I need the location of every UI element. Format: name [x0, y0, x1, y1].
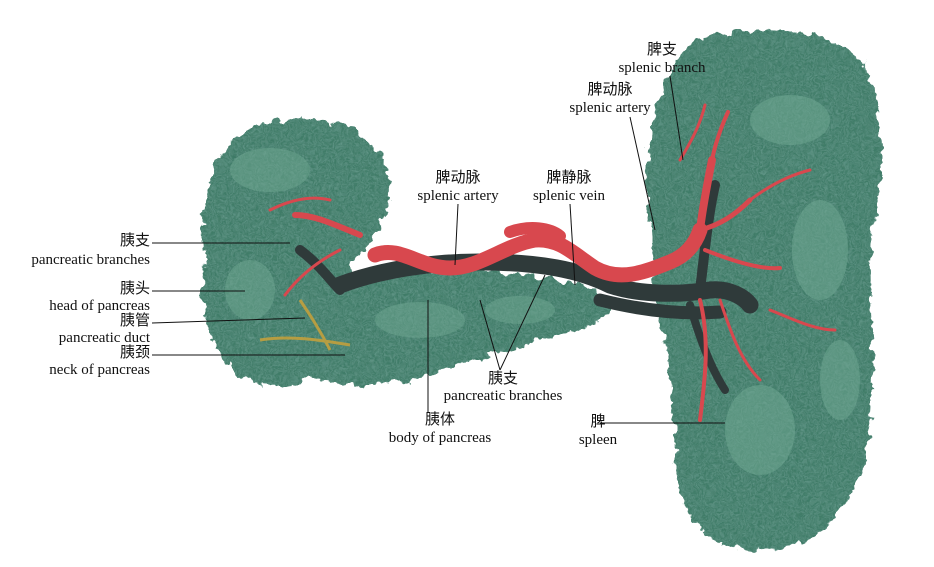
- label-en: splenic vein: [533, 188, 606, 204]
- label-zh: 胰管: [120, 311, 150, 329]
- label-en: body of pancreas: [389, 430, 492, 446]
- leader-lines: [151, 75, 725, 424]
- label-zh: 胰支: [488, 369, 518, 387]
- label-en: neck of pancreas: [49, 362, 150, 378]
- label-zh: 胰颈: [120, 343, 150, 361]
- label-spleen: 脾 spleen: [579, 412, 618, 448]
- leader-splenic-branch: [669, 75, 684, 161]
- label-pancreatic-duct: 胰管 pancreatic duct: [59, 311, 151, 346]
- label-splenic-vein: 脾静脉 splenic vein: [533, 168, 606, 204]
- label-en: pancreatic duct: [59, 330, 151, 346]
- pancreatic-duct-vessels: [259, 299, 351, 351]
- label-zh: 脾动脉: [435, 168, 480, 186]
- leader-pancreatic-branches-center-a: [479, 299, 501, 371]
- label-en: splenic artery: [569, 100, 651, 116]
- label-zh: 脾支: [647, 40, 677, 58]
- label-zh: 胰头: [120, 279, 150, 297]
- label-zh: 脾静脉: [546, 168, 591, 186]
- spleen-tissue: [647, 28, 881, 551]
- label-splenic-branch: 脾支 splenic branch: [618, 40, 706, 76]
- label-zh: 胰支: [120, 231, 150, 249]
- pancreas-highlights: [225, 148, 555, 338]
- label-body-of-pancreas: 胰体 body of pancreas: [389, 410, 492, 446]
- label-zh: 胰体: [425, 410, 455, 428]
- label-neck-of-pancreas: 胰颈 neck of pancreas: [49, 343, 150, 378]
- leader-pancreatic-duct: [151, 317, 306, 324]
- leader-pancreatic-branches-center-b: [499, 274, 546, 371]
- spleen-highlights: [725, 95, 860, 475]
- leader-splenic-artery-right: [629, 116, 656, 231]
- label-en: head of pancreas: [49, 298, 150, 314]
- label-pancreatic-branches-center: 胰支 pancreatic branches: [444, 369, 563, 404]
- label-en: pancreatic branches: [444, 388, 563, 404]
- label-zh: 脾动脉: [587, 80, 632, 98]
- label-zh: 脾: [590, 412, 605, 430]
- leader-splenic-vein: [569, 203, 576, 286]
- label-head-of-pancreas: 胰头 head of pancreas: [49, 279, 150, 314]
- label-en: pancreatic branches: [31, 252, 150, 268]
- label-splenic-artery-center: 脾动脉 splenic artery: [417, 168, 499, 204]
- label-en: splenic artery: [417, 188, 499, 204]
- label-en: spleen: [579, 432, 618, 448]
- label-en: splenic branch: [618, 60, 706, 76]
- leader-splenic-artery-center: [454, 203, 459, 266]
- label-pancreatic-branches-left: 胰支 pancreatic branches: [31, 231, 150, 268]
- label-splenic-artery-right: 脾动脉 splenic artery: [569, 80, 651, 116]
- splenic-artery-vessels: [268, 103, 837, 422]
